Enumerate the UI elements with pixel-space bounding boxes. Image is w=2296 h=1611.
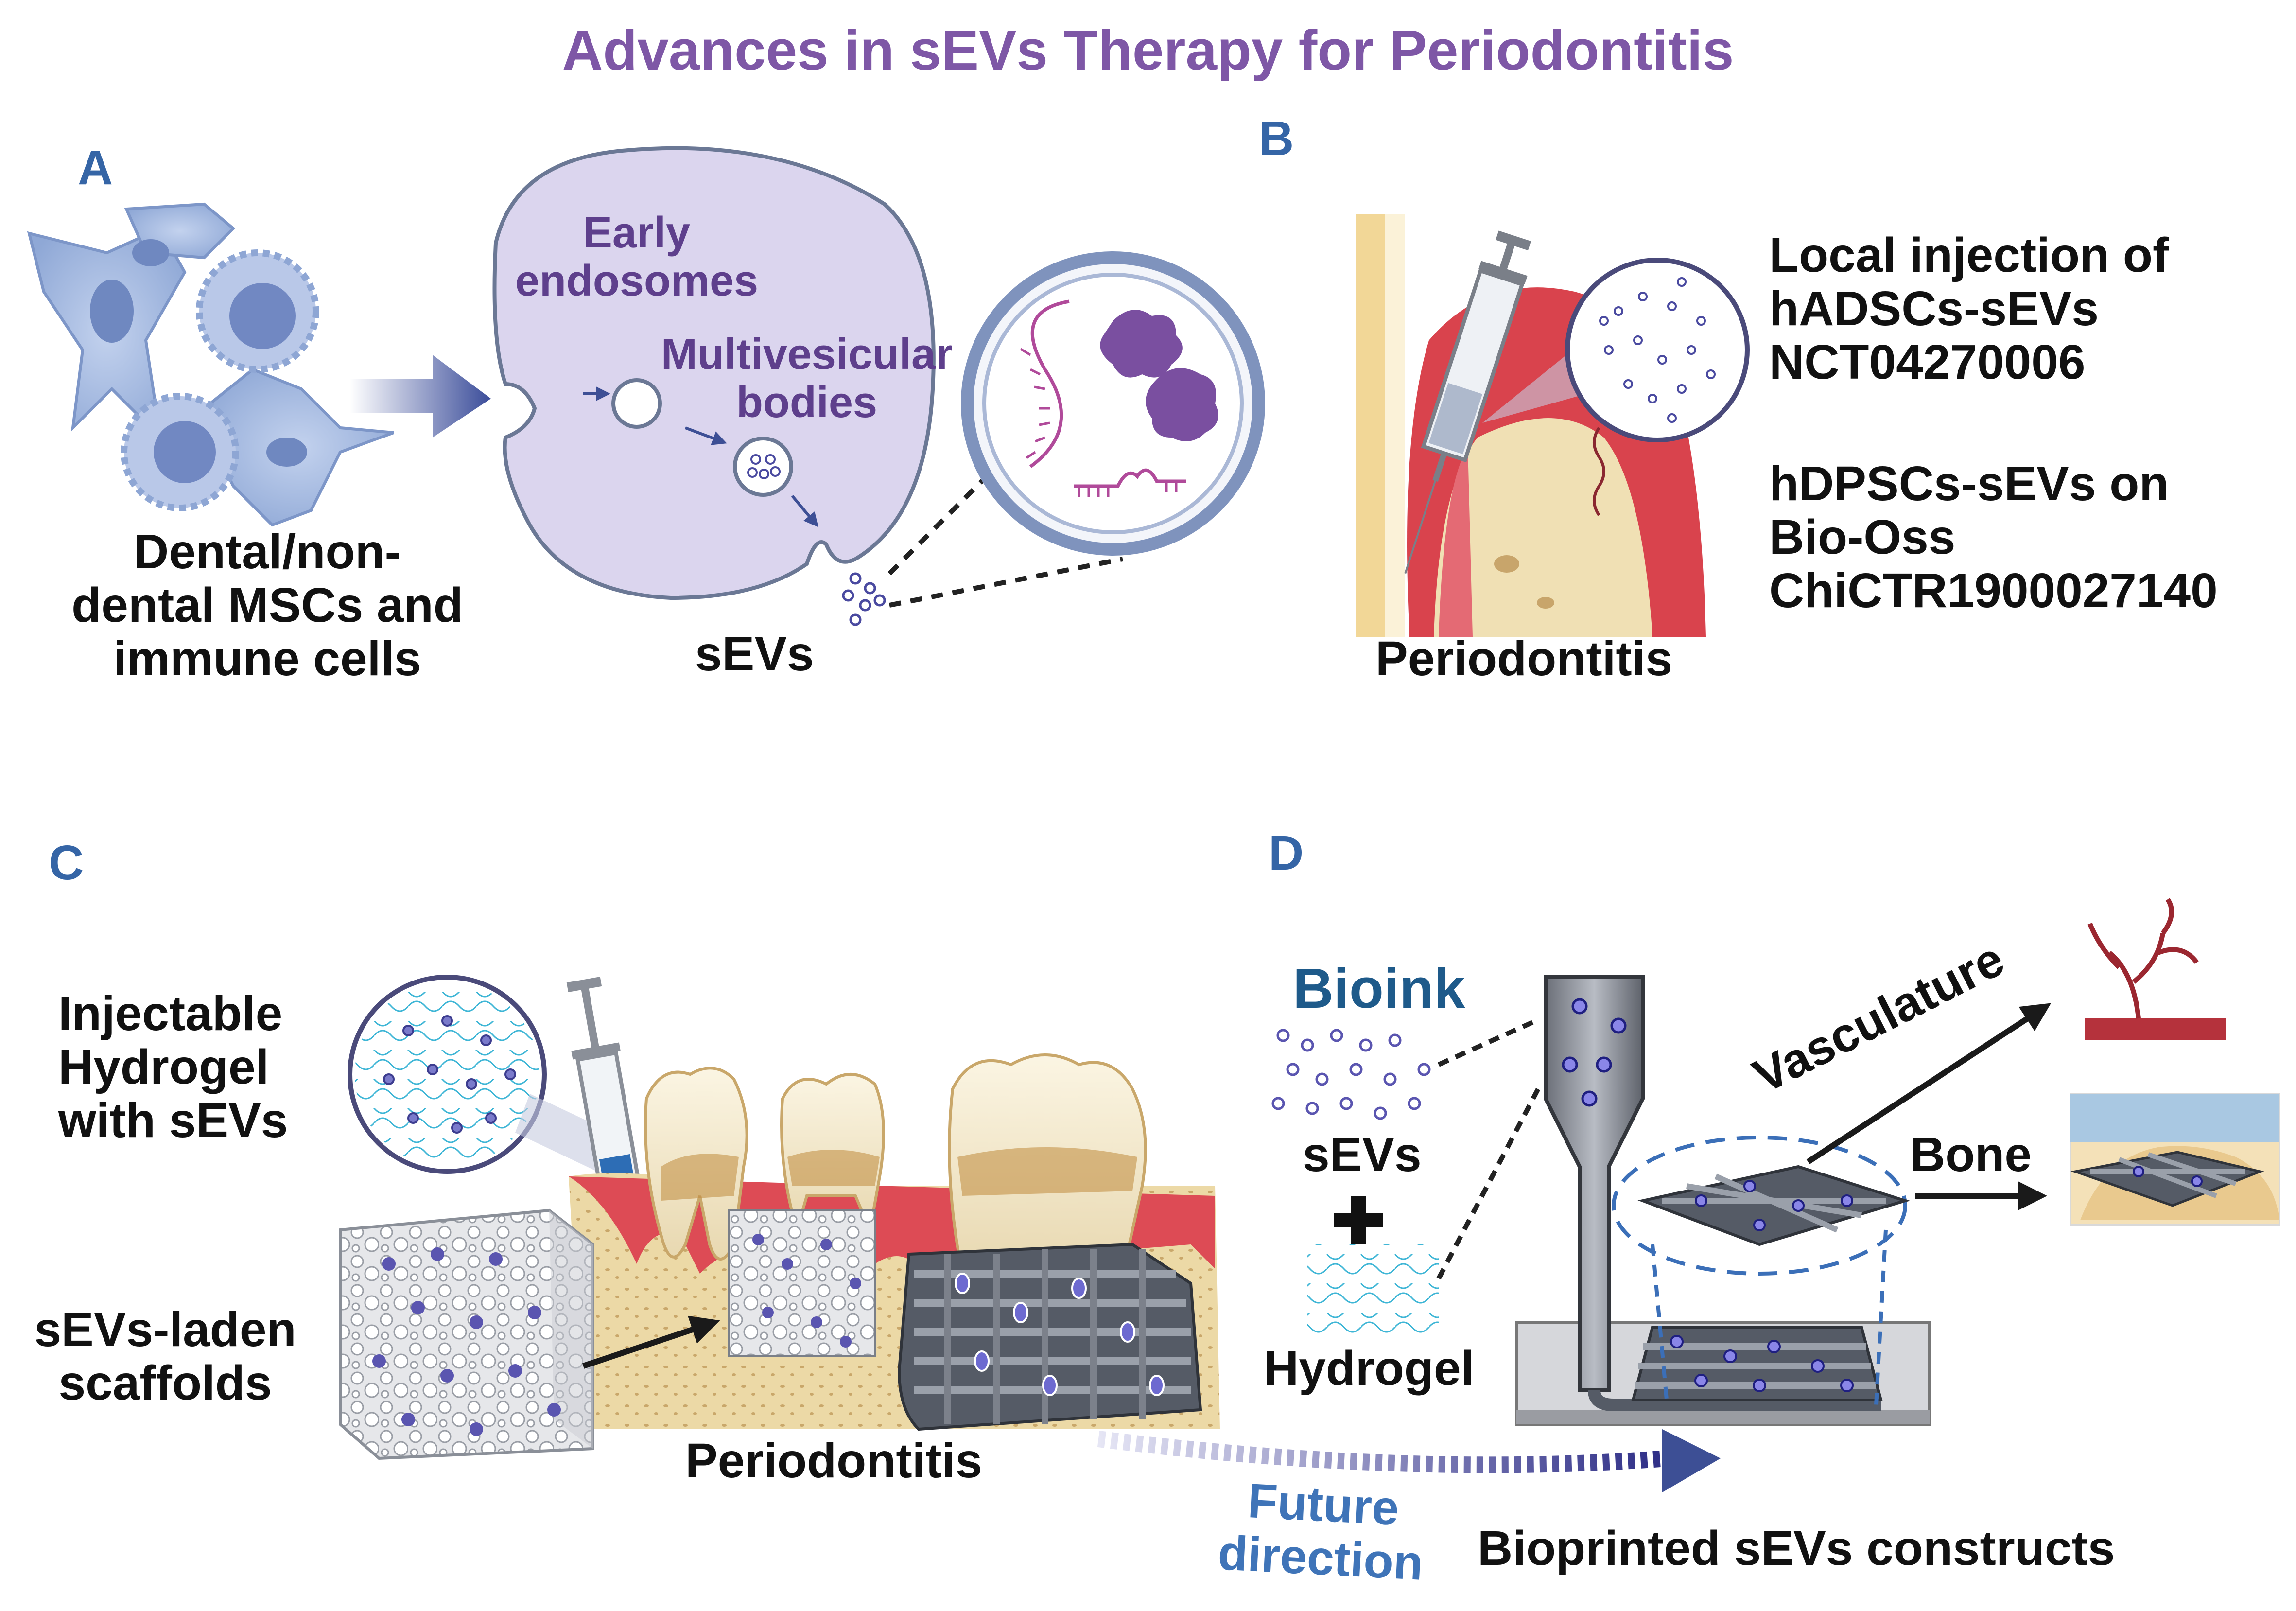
tooth-2 [780, 1073, 885, 1235]
zoom-line-1 [887, 450, 1013, 576]
porous-scaffold-block [339, 1208, 594, 1460]
panel-letter-a: A [78, 140, 113, 195]
sev-cargo-zoom [961, 251, 1265, 556]
hydrogel-zoom-cone [515, 1094, 612, 1176]
printed-layer-on-bed [1631, 1326, 1883, 1401]
early-endosomes-label: Early endosomes [515, 209, 759, 305]
printed-scaffold-implant [897, 1243, 1202, 1431]
bone-joint-icon [2070, 1093, 2280, 1226]
clinical-trial-2: hDPSCs-sEVs on Bio-Oss ChiCTR1900027140 [1769, 456, 2218, 618]
periodontitis-label-b: Periodontitis [1375, 631, 1673, 686]
panel-letter-b: B [1259, 111, 1294, 166]
figure-title: Advances in sEVs Therapy for Periodontit… [562, 18, 1734, 82]
msc-cells-cluster [27, 202, 395, 527]
injectable-hydrogel-label: Injectable Hydrogel with sEVs [58, 986, 288, 1148]
rna-strand-icon [1029, 299, 1070, 468]
panel-letter-c: C [49, 836, 84, 890]
immune-cell-1 [196, 249, 319, 373]
protein-blob-1 [1100, 310, 1183, 378]
print-nozzle [1544, 975, 1645, 1392]
sevs-label-d: sEVs [1303, 1127, 1422, 1182]
clinical-trial-1: Local injection of hADSCs-sEVs NCT042700… [1769, 228, 2169, 389]
future-direction-label: Future direction [1217, 1473, 1425, 1591]
early-endosome [611, 378, 662, 429]
periodontitis-label-c: Periodontitis [685, 1434, 983, 1488]
bioprinter [1515, 975, 1931, 1426]
bioink-line-1 [1437, 1018, 1537, 1067]
sevs-particles [1271, 1029, 1431, 1120]
bone-label: Bone [1910, 1127, 2032, 1182]
protein-blob-2 [1146, 368, 1218, 441]
multivesicular-body [733, 437, 793, 497]
construct-zoom [1612, 1136, 1911, 1405]
vessel-icon [2085, 898, 2226, 1040]
scaffold-to-defect-arrow [582, 1315, 720, 1369]
secretion-arrow [350, 355, 491, 438]
plus-icon [1334, 1196, 1383, 1244]
hydrogel-zoom-circle [348, 975, 547, 1174]
future-direction-arrow [1097, 1431, 1668, 1473]
cells-label: Dental/non- dental MSCs and immune cells [71, 525, 463, 686]
bioink-line-2 [1436, 1083, 1543, 1280]
scaffold-in-defect [728, 1209, 876, 1357]
vasculature-arrow [1806, 1003, 2052, 1165]
syringe-b [1404, 230, 1531, 574]
scaffolds-label: sEVs-laden scaffolds [34, 1302, 296, 1410]
bioink-label: Bioink [1293, 957, 1465, 1020]
sevs-label-a: sEVs [695, 627, 814, 681]
zoom-line-2 [889, 557, 1123, 608]
panel-letter-d: D [1269, 826, 1304, 880]
hydrogel-label-d: Hydrogel [1264, 1341, 1475, 1396]
tooth-3 [948, 1053, 1147, 1275]
released-sevs [842, 572, 886, 626]
bioprinted-constructs-label: Bioprinted sEVs constructs [1478, 1521, 2115, 1576]
hairpin-rna-icon [1074, 468, 1186, 488]
parent-cell [492, 146, 936, 600]
multivesicular-bodies-label: Multivesicular bodies [661, 330, 953, 427]
tooth-1 [644, 1067, 748, 1261]
immune-cell-2 [121, 393, 239, 511]
periodontal-jaw-model [569, 1053, 1220, 1431]
injection-zoom-circle [1565, 258, 1750, 442]
hydrogel-mesh [1307, 1244, 1439, 1337]
